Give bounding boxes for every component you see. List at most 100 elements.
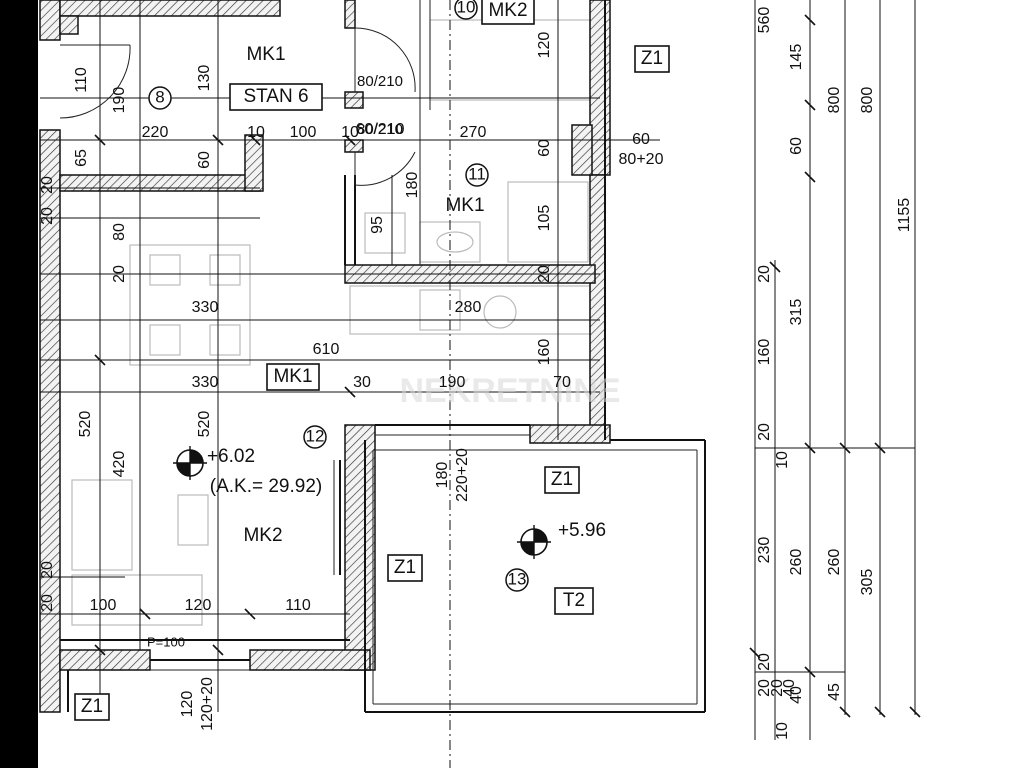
dimension-label: 80+20 bbox=[619, 151, 664, 168]
dimension-label: 60 bbox=[536, 139, 553, 157]
plan-label: P=100 bbox=[147, 634, 185, 649]
dimension-label: 1155 bbox=[896, 198, 913, 233]
room-number-marker bbox=[148, 86, 172, 110]
dimension-label: 40 bbox=[788, 686, 805, 704]
dimension-label: 800 bbox=[859, 87, 876, 114]
dimension-label: 20 bbox=[111, 265, 128, 283]
room-number: 11 bbox=[468, 164, 486, 183]
boxed-label: STAN 6 bbox=[243, 86, 308, 107]
dimension-label: 145 bbox=[788, 44, 805, 71]
dimension-label: 120+20 bbox=[199, 677, 216, 731]
dimension-label: 330 bbox=[192, 374, 219, 391]
dimension-label: 100 bbox=[290, 124, 317, 141]
dimension-label: 315 bbox=[788, 299, 805, 326]
boxed-label: Z1 bbox=[81, 696, 103, 717]
dimension-label: 180 bbox=[404, 172, 421, 199]
dimension-label: 220+20 bbox=[454, 448, 471, 502]
dimension-label: 420 bbox=[111, 451, 128, 478]
dimension-label: 20 bbox=[756, 423, 773, 441]
room-number-marker bbox=[505, 568, 529, 592]
dimension-label: 60 bbox=[196, 151, 213, 169]
label-box bbox=[387, 554, 423, 582]
dimension-label: 330 bbox=[192, 299, 219, 316]
plan-label: +5.96 bbox=[558, 520, 606, 541]
dimension-label: 230 bbox=[756, 537, 773, 564]
dimension-label: 800 bbox=[826, 87, 843, 114]
room-number-marker bbox=[454, 0, 478, 20]
plan-label: MK1 bbox=[445, 195, 484, 216]
dimension-label: 60/210 bbox=[356, 121, 405, 138]
dimension-label: 20 bbox=[39, 207, 56, 225]
label-box bbox=[229, 83, 323, 111]
dimension-label: 40 bbox=[781, 679, 798, 697]
dimension-label: 60 bbox=[632, 131, 650, 148]
dimension-label: 70 bbox=[553, 374, 571, 391]
dimension-label: 520 bbox=[196, 411, 213, 438]
wall-lines bbox=[60, 0, 706, 713]
watermark: NEKRETNINE bbox=[399, 372, 620, 410]
label-box bbox=[554, 587, 594, 615]
room-number: 13 bbox=[508, 569, 527, 588]
dimension-label: 80 bbox=[111, 223, 128, 241]
plan-label: (A.K.= 29.92) bbox=[210, 476, 322, 497]
doors bbox=[59, 27, 416, 186]
dimension-label: 65 bbox=[73, 149, 90, 167]
level-marker-13 bbox=[517, 525, 551, 559]
boxed-label: Z1 bbox=[394, 557, 416, 578]
boxed-label: Z1 bbox=[551, 469, 573, 490]
dimension-label: 10 bbox=[341, 124, 359, 141]
dimension-label: 560 bbox=[756, 7, 773, 34]
plan-label: 80/210 bbox=[357, 121, 403, 138]
label-box bbox=[544, 466, 580, 494]
dimension-label: 305 bbox=[859, 569, 876, 596]
dimension-label: 20 bbox=[756, 653, 773, 671]
room-number: 12 bbox=[306, 426, 325, 445]
dimension-label: 190 bbox=[111, 87, 128, 114]
boxed-label: T2 bbox=[563, 590, 585, 611]
room-number: 8 bbox=[155, 87, 164, 106]
room-number-marker bbox=[465, 163, 489, 187]
dimension-label: 610 bbox=[313, 341, 340, 358]
dimension-label: 20 bbox=[756, 265, 773, 283]
plan-label: MK1 bbox=[246, 44, 285, 65]
boxed-label: MK1 bbox=[273, 366, 312, 387]
label-box bbox=[481, 0, 535, 25]
dimension-label: 105 bbox=[536, 205, 553, 232]
dimension-label: 20 bbox=[39, 176, 56, 194]
dimension-label: 270 bbox=[460, 124, 487, 141]
dimension-label: 520 bbox=[77, 411, 94, 438]
level-marker-12 bbox=[173, 446, 207, 480]
label-box bbox=[74, 693, 110, 721]
dimension-label: 220 bbox=[142, 124, 169, 141]
room-number-marker bbox=[303, 425, 327, 449]
dimension-label: 20 bbox=[756, 679, 773, 697]
boxed-label: MK2 bbox=[488, 0, 527, 21]
dimension-label: 260 bbox=[826, 549, 843, 576]
dimension-label: 110 bbox=[73, 67, 90, 93]
room-number: 10 bbox=[457, 0, 476, 16]
dimension-label: 20 bbox=[536, 265, 553, 283]
dimension-label: 110 bbox=[285, 597, 311, 614]
dimension-label: 100 bbox=[90, 597, 117, 614]
label-box bbox=[266, 363, 320, 391]
dimension-label: 95 bbox=[369, 216, 386, 234]
plan-label: MK2 bbox=[243, 525, 282, 546]
dimension-label: 10 bbox=[247, 124, 265, 141]
plan-label: 80/210 bbox=[357, 73, 403, 90]
dimension-label: 20 bbox=[39, 561, 56, 579]
dimension-label: 120 bbox=[185, 597, 212, 614]
dimension-label: 160 bbox=[536, 339, 553, 366]
dimension-label: 20 bbox=[39, 594, 56, 612]
dimension-label: 160 bbox=[756, 339, 773, 366]
boxed-label: Z1 bbox=[641, 48, 663, 69]
dimension-label: 190 bbox=[439, 374, 466, 391]
dimension-label: 120 bbox=[179, 691, 196, 718]
dimension-label: 130 bbox=[196, 65, 213, 92]
label-box bbox=[634, 45, 670, 73]
dimension-label: 20 bbox=[769, 679, 786, 697]
dimension-lines bbox=[40, 0, 921, 768]
dimension-label: 260 bbox=[788, 549, 805, 576]
dimension-label: 120 bbox=[536, 32, 553, 59]
